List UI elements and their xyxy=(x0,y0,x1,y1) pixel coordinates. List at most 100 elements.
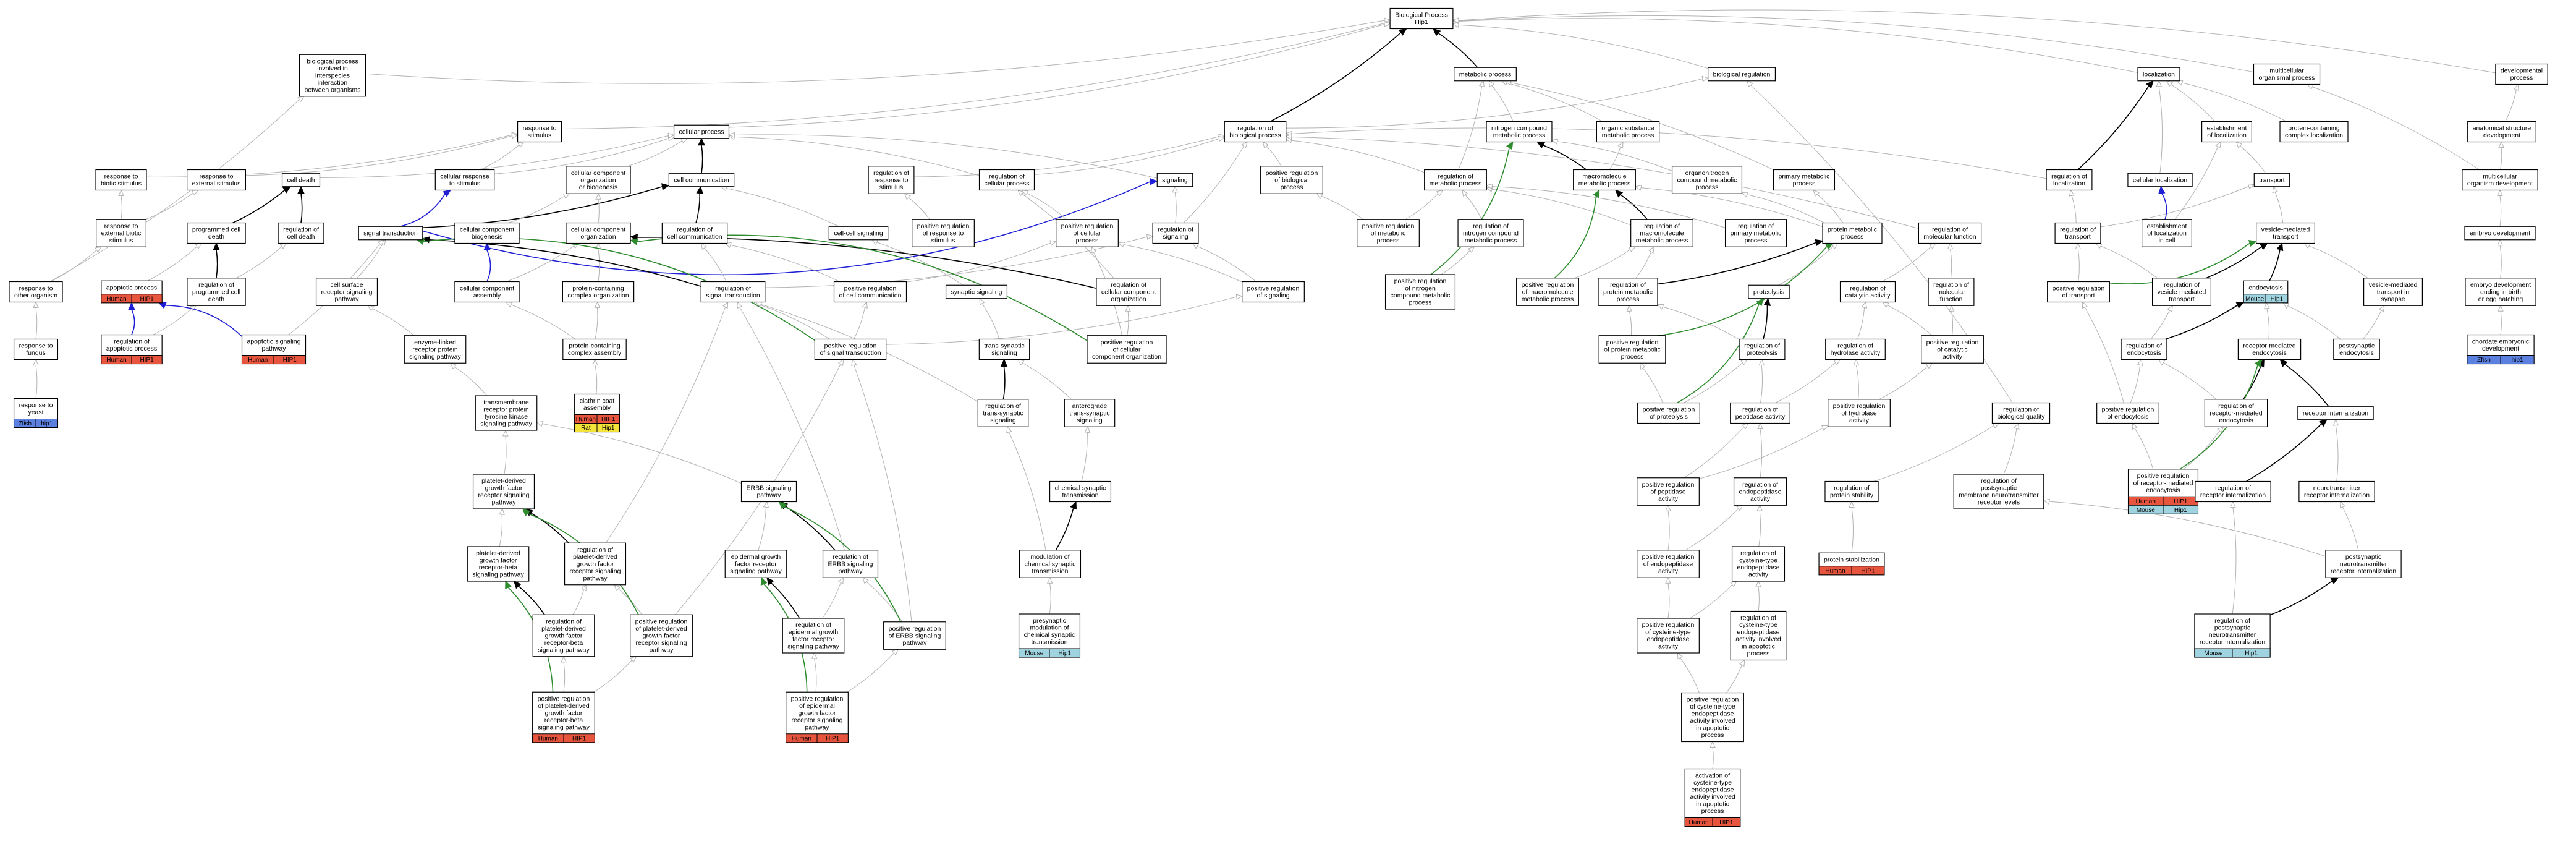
go-term-node-ed[interactable]: embryo development xyxy=(2464,226,2536,241)
go-term-node-rctepaia[interactable]: regulation ofcysteine-typeendopeptidasea… xyxy=(1730,610,1787,661)
go-term-node-proteolysis[interactable]: proteolysis xyxy=(1748,284,1790,299)
go-term-node-cloc[interactable]: cellular localization xyxy=(2127,173,2193,187)
go-term-node-actepaia[interactable]: activation ofcysteine-typeendopeptidasea… xyxy=(1684,768,1741,827)
go-term-node-rpnri[interactable]: regulation ofpostsynapticneurotransmitte… xyxy=(2194,613,2271,658)
go-term-node-rrme[interactable]: regulation ofreceptor-mediatedendocytosi… xyxy=(2204,399,2268,427)
go-term-node-breg[interactable]: biological regulation xyxy=(1707,67,1776,82)
go-term-node-cdeath[interactable]: cell death xyxy=(281,173,321,187)
go-term-node-ss[interactable]: synaptic signaling xyxy=(945,284,1008,299)
go-term-node-cellp[interactable]: cellular process xyxy=(673,124,730,139)
go-term-node-signaling[interactable]: signaling xyxy=(1156,173,1193,187)
go-term-node-transport[interactable]: transport xyxy=(2253,173,2290,187)
